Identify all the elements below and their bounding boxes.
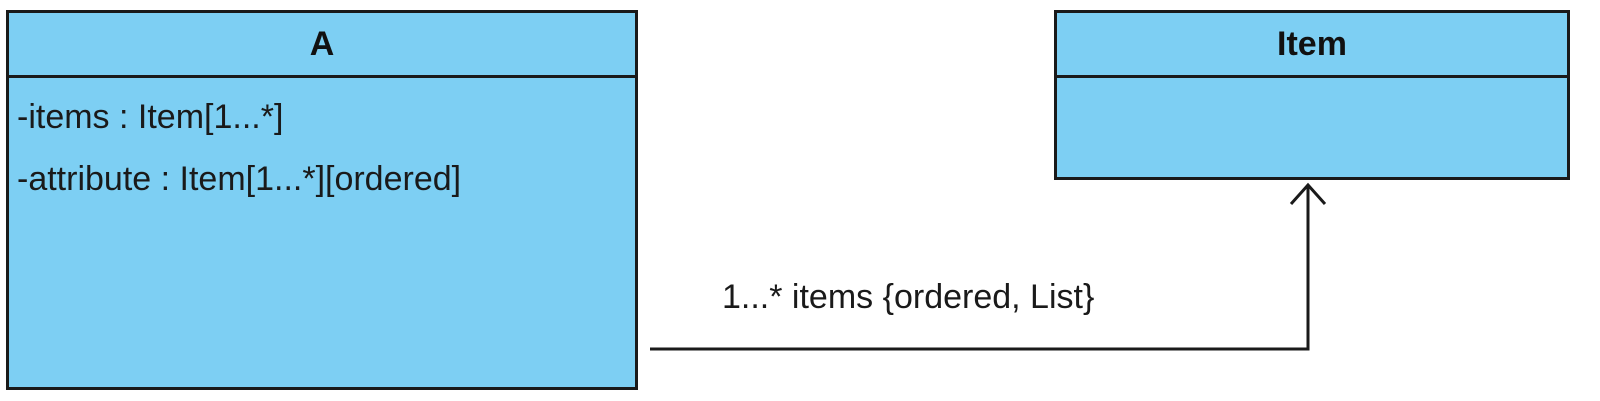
class-a-name: A [9,13,635,78]
association-line [650,185,1310,351]
class-a-box[interactable]: A -items : Item[1...*] -attribute : Item… [6,10,638,390]
class-item-attributes [1057,78,1567,100]
association-label: 1...* items {ordered, List} [722,278,1095,316]
association-arrowhead [1289,182,1327,206]
class-a-attribute-attribute: -attribute : Item[1...*][ordered] [17,160,462,198]
class-item-name: Item [1057,13,1567,78]
class-a-attribute-items: -items : Item[1...*] [17,98,284,136]
class-a-attributes: -items : Item[1...*] -attribute : Item[1… [9,78,635,200]
class-item-box[interactable]: Item [1054,10,1570,180]
